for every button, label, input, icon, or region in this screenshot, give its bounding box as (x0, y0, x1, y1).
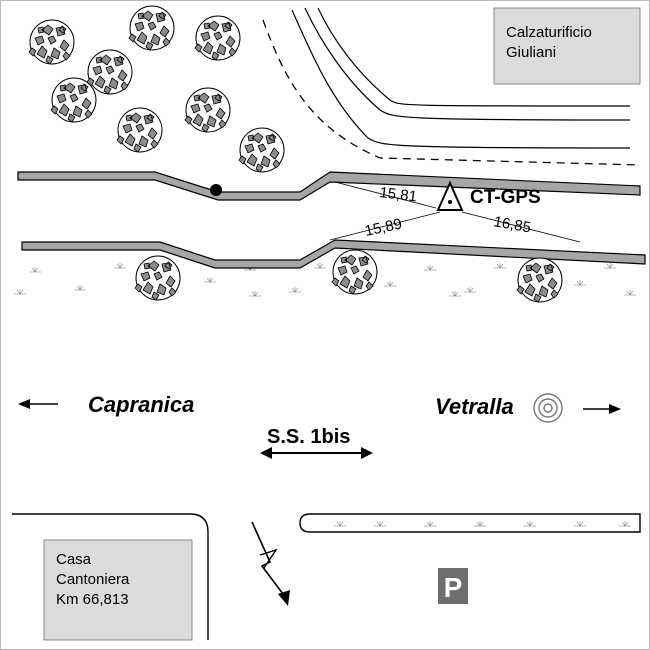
west-town-label: Capranica (88, 392, 194, 417)
tree-icon (128, 5, 175, 51)
side-road (262, 7, 641, 166)
kerb-south-east (299, 513, 641, 533)
tree-icon (86, 49, 133, 95)
station-label: CT-GPS (470, 187, 541, 208)
tree-icon (184, 87, 231, 133)
parking-icon (438, 568, 468, 604)
arrow-left-icon (18, 399, 58, 409)
double-arrow-icon (260, 447, 373, 459)
tree-icon (28, 19, 75, 65)
tree-icon (238, 127, 285, 173)
tree-icon (331, 249, 378, 295)
parking-label: P (444, 572, 463, 603)
distance-label-east: 16,85 (492, 213, 532, 236)
building-house (43, 539, 193, 641)
building-factory (493, 7, 641, 85)
tree-icon (516, 257, 563, 303)
factory-label-line2: Giuliani (506, 44, 556, 61)
road-name-label: S.S. 1bis (267, 426, 350, 448)
tree-icon (116, 107, 163, 153)
benchmark-icon (533, 393, 563, 423)
house-label-line3: Km 66,813 (56, 591, 129, 608)
gps-station-icon (436, 180, 464, 211)
house-label-line1: Casa (56, 551, 92, 568)
east-town-label: Vetralla (435, 394, 514, 419)
distance-lines (329, 181, 581, 243)
distance-label-north: 15,81 (379, 184, 418, 205)
tree-icon (134, 255, 181, 301)
factory-label-line1: Calzaturificio (506, 24, 592, 41)
road-edge-south (21, 239, 646, 269)
road-corner-west (12, 513, 209, 640)
arrow-right-icon (583, 404, 621, 414)
house-label-line2: Cantoniera (56, 571, 130, 588)
tree-icon (194, 15, 241, 61)
survey-point-icon (210, 184, 222, 196)
tree-icon (50, 77, 97, 123)
north-arrow-icon (251, 521, 290, 606)
